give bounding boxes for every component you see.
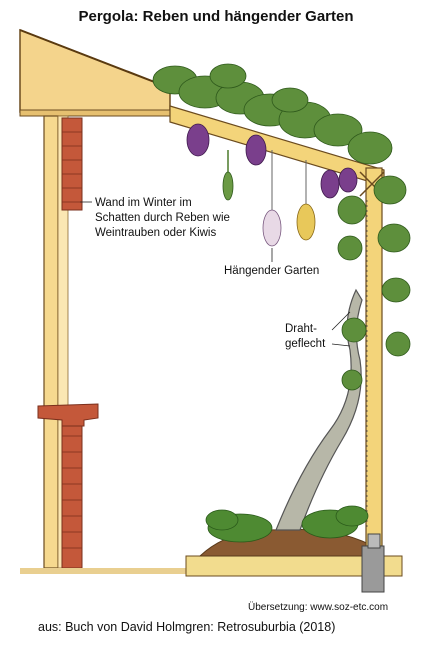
wire-pointer-2 <box>331 343 351 347</box>
hanging-garden-label: Hängender Garten <box>224 265 320 277</box>
wire-mesh-label: Draht- geflecht <box>285 322 325 352</box>
wall-shade-label-line2: Schatten durch Reben wie <box>95 212 230 224</box>
wall-shade-label: Wand im Winter im Schatten durch Reben w… <box>95 196 230 241</box>
hanging-garden-items <box>222 150 316 247</box>
wire-mesh-label-line1: Draht- <box>285 323 317 335</box>
brick-column <box>37 117 99 569</box>
window-sill <box>37 403 99 427</box>
vine-trunk <box>275 288 363 531</box>
wire-mesh-label-line2: geflecht <box>285 338 326 350</box>
roof-beam <box>19 109 171 117</box>
wall-shade-label-line1: Wand im Winter im <box>95 197 192 209</box>
pergola-post <box>365 167 383 547</box>
post-footing <box>361 545 385 593</box>
house-wall <box>43 115 59 569</box>
roof-eave <box>19 28 171 113</box>
source-credit: aus: Buch von David Holmgren: Retrosubur… <box>38 620 336 634</box>
vine-foliage <box>152 63 411 391</box>
translation-credit: Übersetzung: www.soz-etc.com <box>248 602 389 613</box>
grape-bunches <box>186 123 358 199</box>
ground-plants <box>205 505 369 543</box>
diagram-title: Pergola: Reben und hängender Garten <box>78 8 354 25</box>
wall-shade-label-line3: Weintrauben oder Kiwis <box>95 227 217 239</box>
wire-pointer-1 <box>331 311 351 331</box>
